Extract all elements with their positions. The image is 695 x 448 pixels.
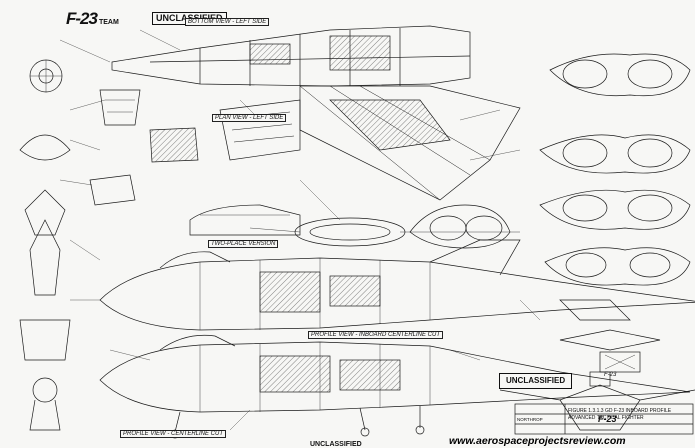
two-place-canopy-view [189,204,301,236]
title-block [514,403,694,435]
aircraft-marking-small: F-23 [604,372,617,378]
callout-leaders [59,29,541,431]
logo-team: TEAM [98,19,119,26]
profile-view-inboard [99,239,695,331]
view-label-two-place: TWO-PLACE VERSION [208,240,279,248]
inlet-sections-column [539,53,691,373]
title-block-line1: FIGURE 1.3.1.3 GD F-23 INBOARD PROFILE [568,408,672,414]
view-label-bottom-view: BOTTOM VIEW - LEFT SIDE [185,18,270,26]
view-label-profile-centerline: PROFILE VIEW - CENTERLINE CUT [120,430,227,438]
logo-mark: F-23 [66,9,98,28]
view-label-plan-view: PLAN VIEW - LEFT SIDE [212,114,287,122]
watermark-url: www.aerospaceprojectsreview.com [446,436,629,447]
aircraft-marking-large: F-23 [598,414,617,424]
fuselage-cross-sections [249,204,520,249]
bottom-view-drawing [111,25,471,87]
left-column-details [19,59,199,431]
profile-view-centerline [99,334,691,439]
title-block-line2: ADVANCED TACTICAL FIGHTER [568,415,644,421]
front-view-drawing [499,371,695,431]
title-block-stamp: NORTHROP [517,417,543,422]
view-label-profile-inboard: PROFILE VIEW - INBOARD CENTERLINE CUT [308,331,444,339]
plan-view-wing [219,85,521,201]
classification-bottom: UNCLASSIFIED [310,441,362,448]
classification-box: UNCLASSIFIED [499,373,573,389]
